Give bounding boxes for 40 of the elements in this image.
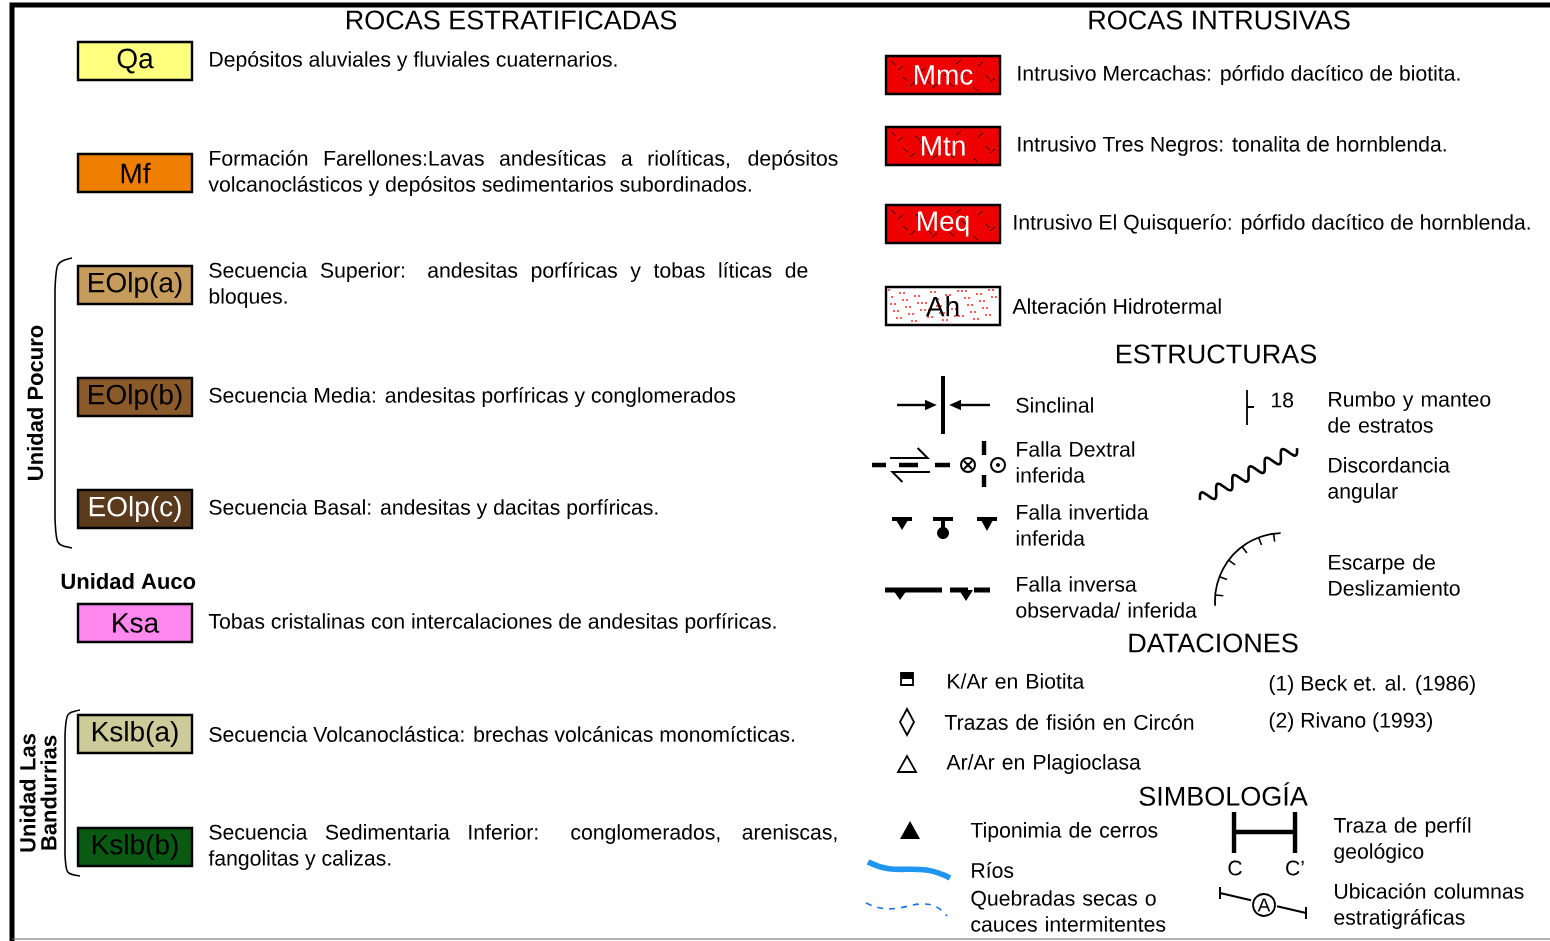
section-heading: ESTRUCTURAS <box>1117 344 1317 364</box>
unit-label: Unidad Las Bandurrias <box>19 734 57 852</box>
unit-label: Unidad Pocuro <box>26 325 44 480</box>
unit-description: Formación Farellones:Lavas andesíticas a riolíticas, depósitos volcanoclásticos y depósitos sedimentarios subordinados. <box>208 150 838 196</box>
reference: (1) Beck et. al. (1986) <box>1269 675 1475 695</box>
profile-end-label: C’ <box>1286 860 1304 876</box>
unit-description: Intrusivo El Quisquerío: pórfido dacítico de hornblenda. <box>1014 214 1530 234</box>
legend-text: Ríos <box>972 862 1014 878</box>
section-heading: SIMBOLOGÍA <box>1139 782 1308 806</box>
legend-text: K/Ar en Biotita <box>948 673 1085 689</box>
unit-description: Alteración Hidrotermal <box>1012 298 1221 314</box>
unit-description: Secuencia Media: andesitas porfíricas y conglomerados <box>209 387 736 407</box>
legend-text: Quebradas secas o cauces intermitentes <box>971 890 1166 932</box>
unit-description: Secuencia Sedimentaria Inferior: conglomerados, areniscas, fangolitas y calizas. <box>208 824 837 870</box>
unit-description: Depósitos aluviales y fluviales cuaternarios. <box>210 51 617 71</box>
unit-description: Secuencia Superior: andesitas porfíricas y tobas líticas de bloques. <box>209 262 808 308</box>
unit-label: Unidad Auco <box>61 572 196 590</box>
unit-description: Intrusivo Tres Negros: tonalita de hornblenda. <box>1018 136 1446 156</box>
section-heading: ROCAS INTRUSIVAS <box>1089 10 1350 30</box>
section-heading: ROCAS ESTRATIFICADAS <box>346 10 677 30</box>
reference: (2) Rivano (1993) <box>1269 712 1432 732</box>
legend-text: Falla Dextral inferida <box>1016 441 1135 483</box>
legend-text: Ubicación columnas estratigráficas <box>1334 883 1524 929</box>
legend-text: Trazas de fisión en Circón <box>944 714 1194 730</box>
dip-value: 18 <box>1272 392 1294 408</box>
profile-end-label: C <box>1228 860 1242 876</box>
legend-text: Escarpe de Deslizamiento <box>1329 554 1460 596</box>
legend-text: Falla invertida inferida <box>1016 504 1149 546</box>
legend-text: Sinclinal <box>1016 397 1093 413</box>
legend-text: Ar/Ar en Plagioclasa <box>946 754 1141 774</box>
legend-text: Falla inversa observada/ inferida <box>1016 576 1197 618</box>
legend-text: Discordancia angular <box>1328 457 1450 503</box>
legend-text: Traza de perfíl geológico <box>1333 817 1471 863</box>
unit-description: Tobas cristalinas con intercalaciones de andesitas porfíricas. <box>208 613 776 633</box>
legend-text: Rumbo y manteo de estratos <box>1328 391 1491 433</box>
unit-description: Secuencia Volcanoclástica: brechas volcánicas monomícticas. <box>209 726 794 742</box>
unit-description: Secuencia Basal: andesitas y dacitas porfíricas. <box>209 499 658 519</box>
legend-text: Tiponimia de cerros <box>970 822 1158 842</box>
unit-description: Intrusivo Mercachas: pórfido dacítico de biotita. <box>1018 65 1460 85</box>
section-heading: DATACIONES <box>1129 633 1298 653</box>
